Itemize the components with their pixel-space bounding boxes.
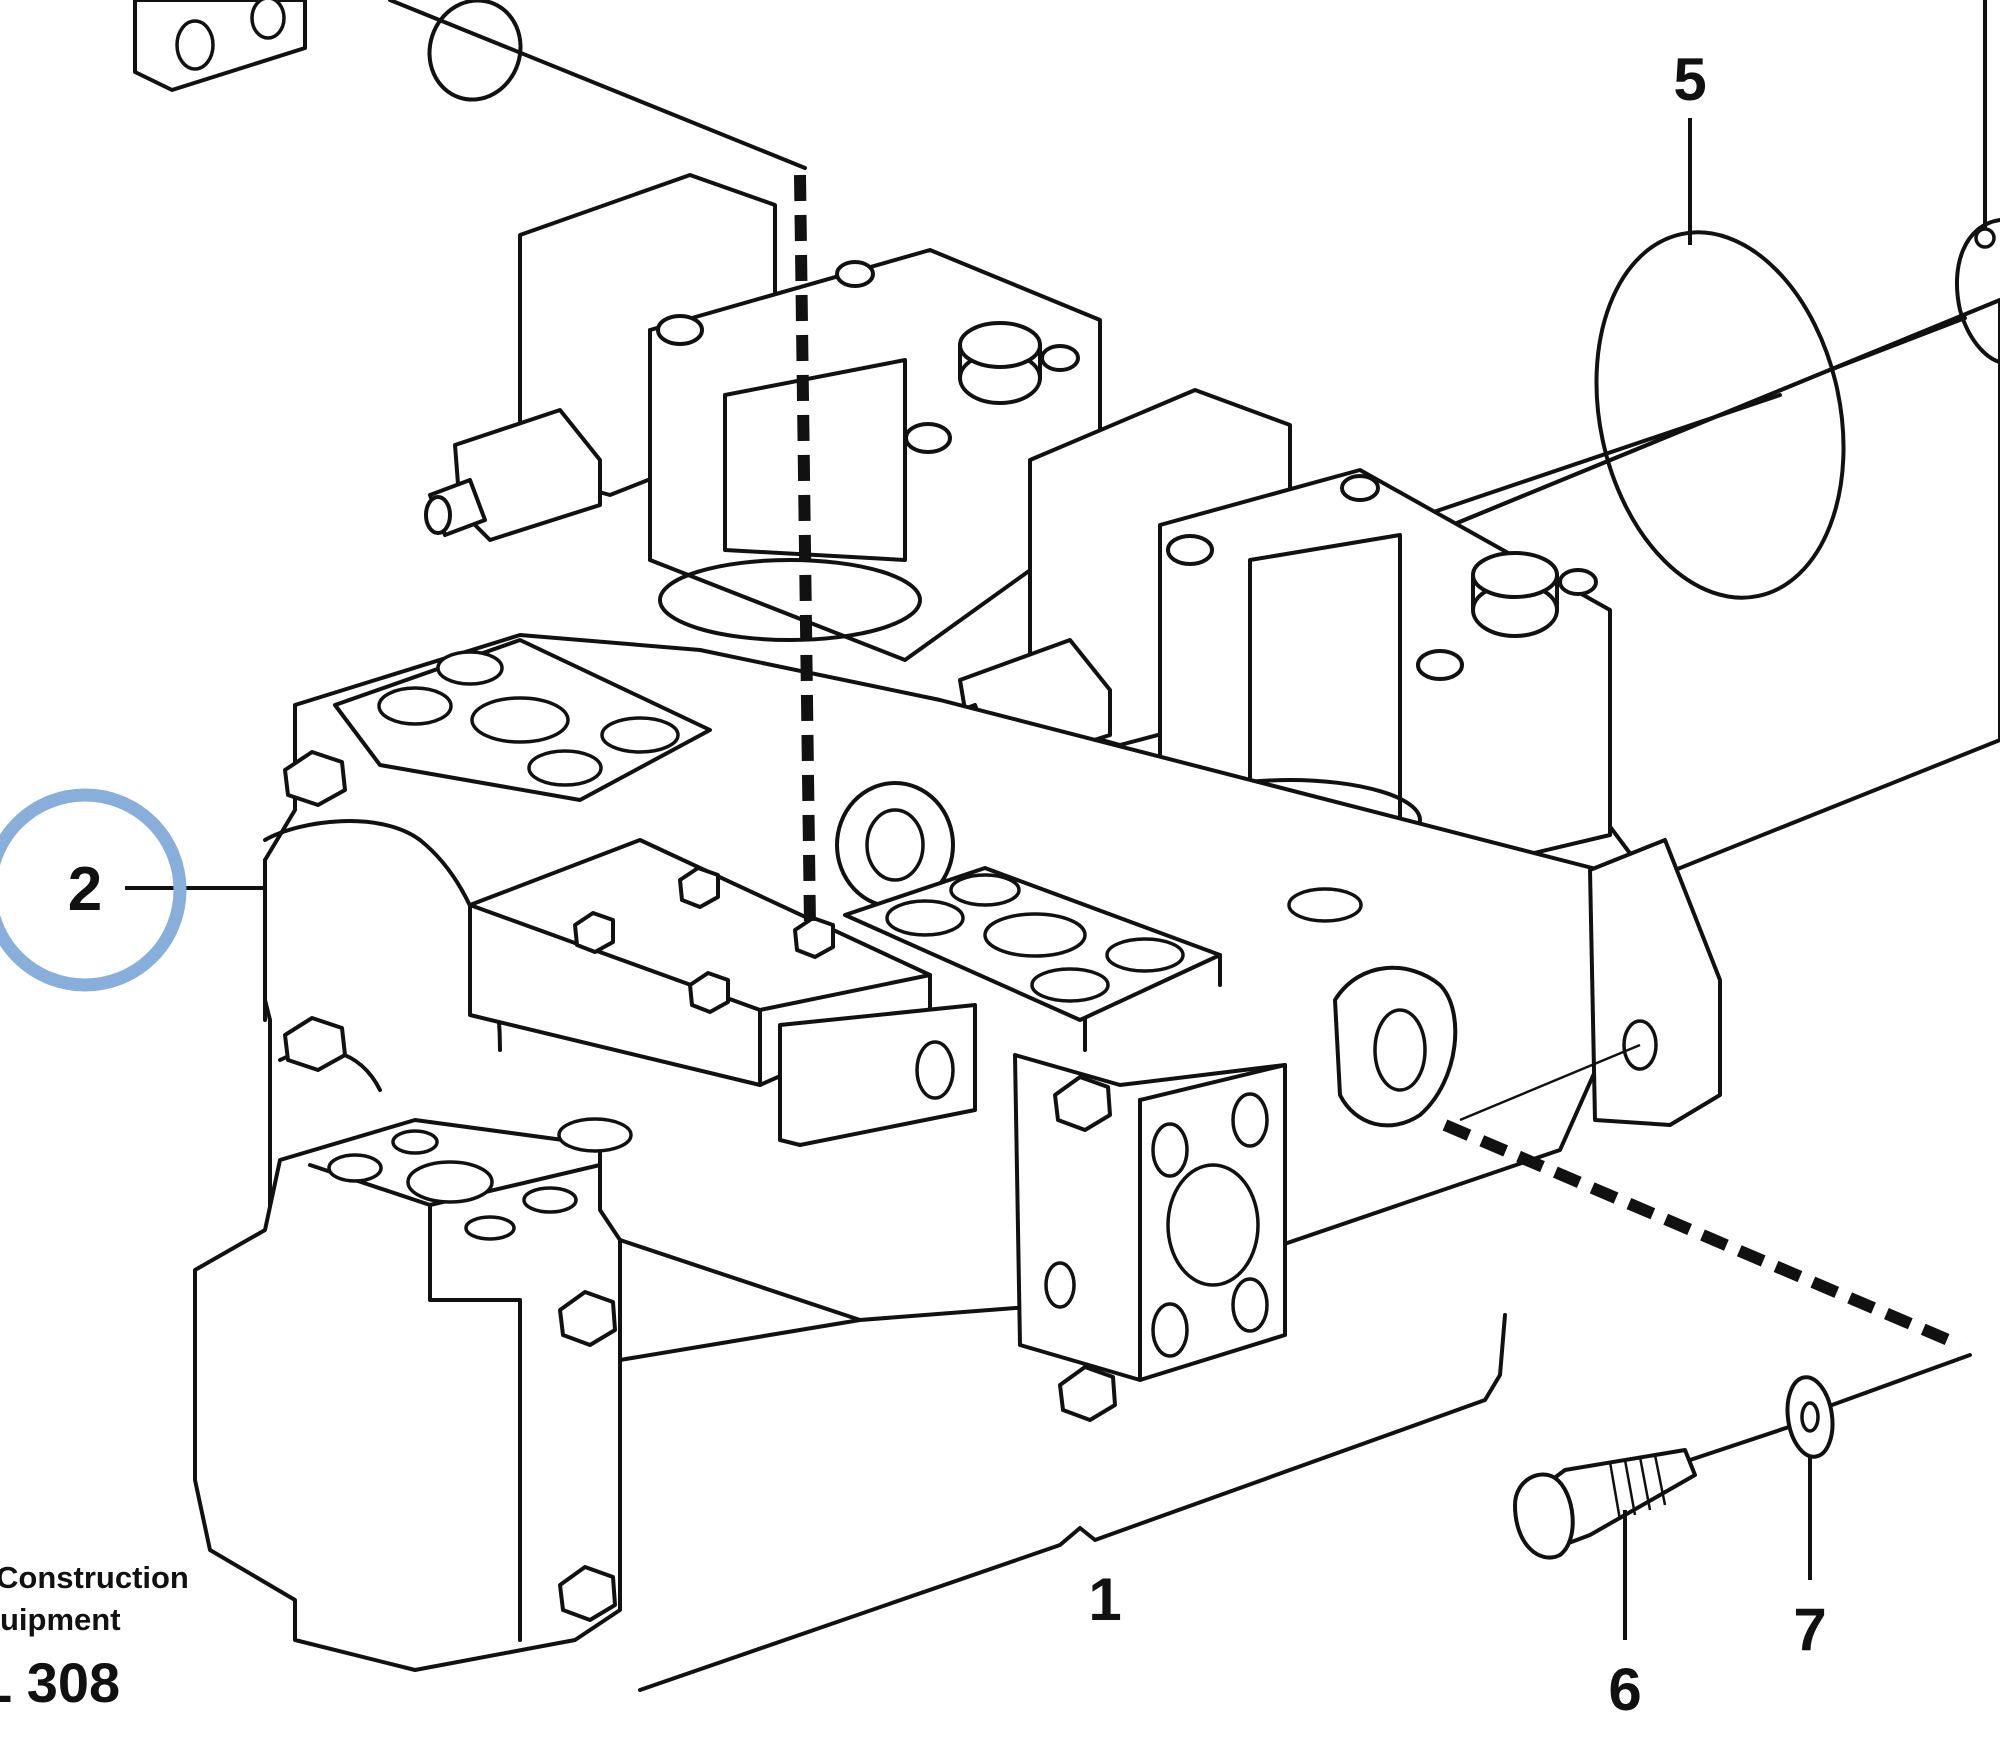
front-left-housing — [193, 1117, 862, 1672]
watermark-line2: uipment — [0, 1602, 121, 1637]
right-end-housing — [1459, 838, 1722, 1127]
callout-1[interactable]: 1 — [1088, 1566, 1121, 1633]
callout-2-highlight-ring — [0, 788, 187, 992]
dashed-leader-vertical — [794, 174, 816, 926]
rear-solenoid-valve — [518, 173, 1102, 662]
callout-2[interactable]: 2 — [68, 855, 102, 924]
rear-side-plug — [424, 408, 602, 542]
washer-7 — [1785, 1353, 1972, 1459]
o-ring-5 — [1408, 230, 1967, 600]
snap-ring-top-right — [1955, 0, 2000, 364]
bar-manifold — [468, 838, 977, 1147]
right-flange — [1013, 1053, 1287, 1422]
o-ring-top — [427, 0, 523, 102]
callout-5[interactable]: 5 — [1673, 46, 1706, 113]
dashed-leader-lower — [1442, 1119, 1963, 1351]
callout-6[interactable]: 6 — [1608, 1656, 1641, 1723]
side-port-boss — [1287, 887, 1458, 1128]
bolt-6 — [1513, 1418, 1812, 1560]
right-port-plate — [843, 866, 1222, 1052]
front-solenoid-valve — [1028, 388, 1612, 882]
part-1-bracket — [638, 1313, 1507, 1692]
top-left-bracket — [133, 0, 307, 92]
watermark-code: L 308 — [0, 1651, 120, 1714]
callout-7[interactable]: 7 — [1793, 1596, 1826, 1663]
watermark-line1: Construction — [0, 1560, 189, 1595]
